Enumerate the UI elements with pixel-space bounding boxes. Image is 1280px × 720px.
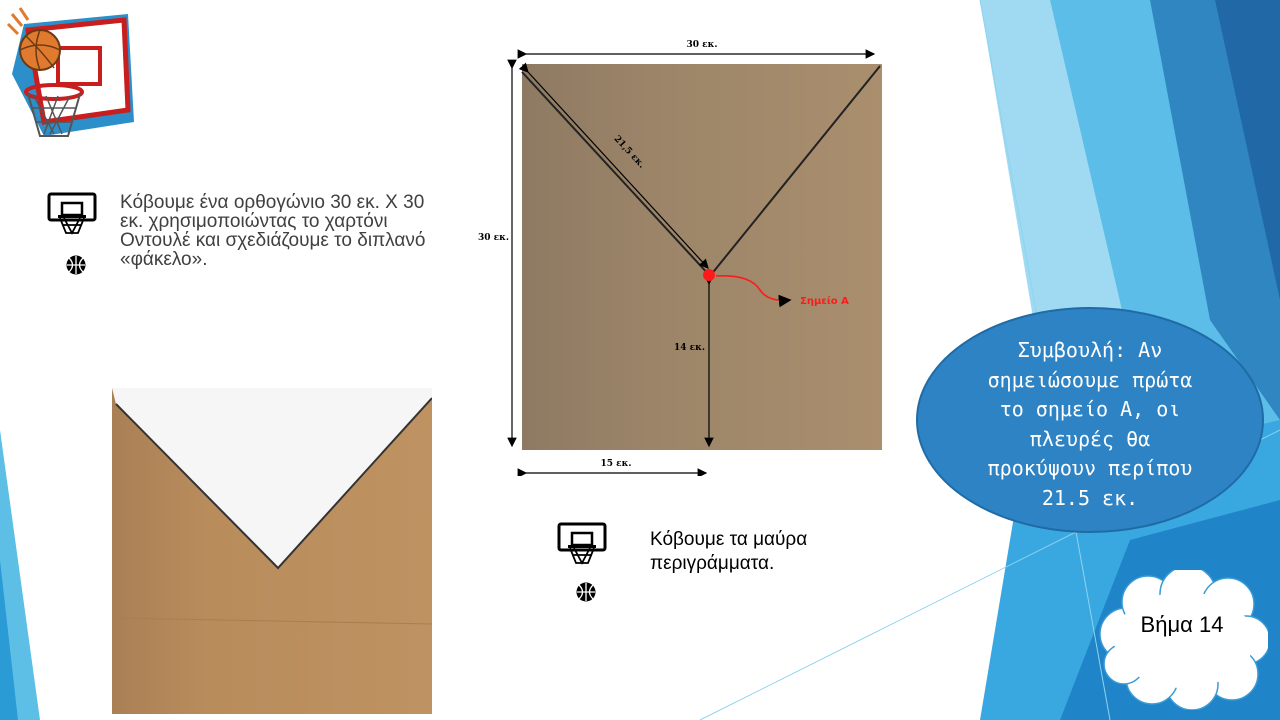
point-a-marker (703, 269, 715, 281)
half-width-label: 15 εκ. (600, 459, 631, 469)
tip-bubble (916, 307, 1264, 533)
basketball-hoop-logo (6, 7, 134, 137)
cardboard-photo (112, 388, 432, 714)
height-label: 30 εκ. (478, 233, 509, 243)
basketball-icon (66, 255, 86, 275)
step-label: Βήμα 14 (1140, 612, 1224, 637)
instruction-text-2: Κόβουμε τα μαύρα περιγράμματα. (650, 529, 808, 574)
width-label: 30 εκ. (686, 40, 717, 50)
instruction-text-1: Κόβουμε ένα ορθογώνιο 30 εκ. Χ 30 εκ. χρ… (120, 193, 426, 269)
cardboard-diagram: 30 εκ. 30 εκ. 21,5 εκ. 14 εκ. 15 εκ. Σημ… (478, 40, 882, 476)
basketball-hoop-icon (47, 192, 97, 235)
tip-text: Συμβουλή: Αν σημειώσουμε πρώτα το σημείο… (987, 338, 1193, 510)
cardboard-sheet (522, 64, 882, 450)
step-cloud (1099, 570, 1268, 710)
vertical-label: 14 εκ. (674, 343, 705, 353)
basketball-icon (576, 582, 596, 602)
point-a-label: Σημείο Α (800, 295, 849, 307)
basketball-hoop-icon (557, 522, 607, 565)
right-fold-line (709, 65, 881, 277)
